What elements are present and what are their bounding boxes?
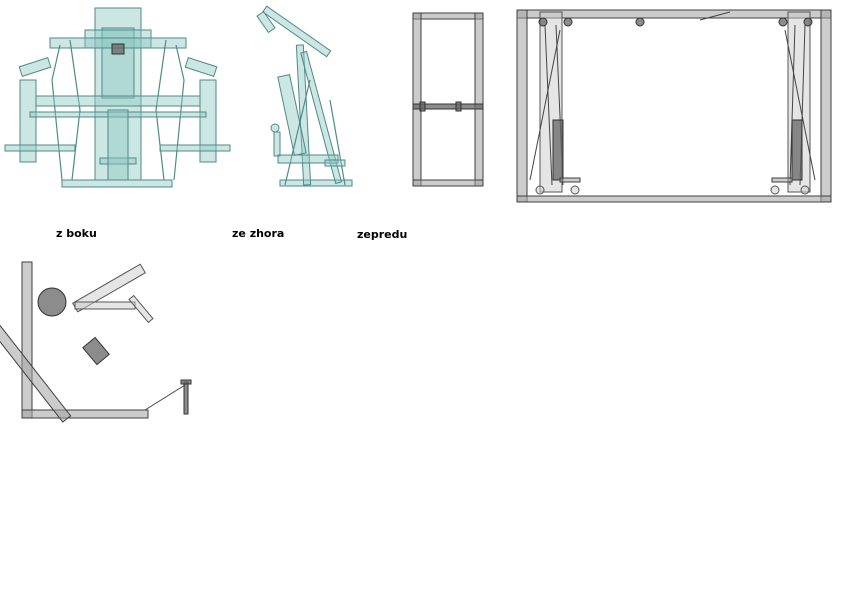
leg-press-side-view — [0, 261, 192, 423]
front-view-label: zepredu — [357, 228, 408, 241]
side-view-label: z boku — [56, 227, 97, 240]
gray-frame-front — [412, 12, 484, 187]
teal-machine-front-view — [4, 7, 231, 188]
teal-machine-side-view — [256, 5, 353, 187]
top-view-label: ze zhora — [232, 227, 285, 240]
cable-crossover-station — [516, 9, 832, 203]
